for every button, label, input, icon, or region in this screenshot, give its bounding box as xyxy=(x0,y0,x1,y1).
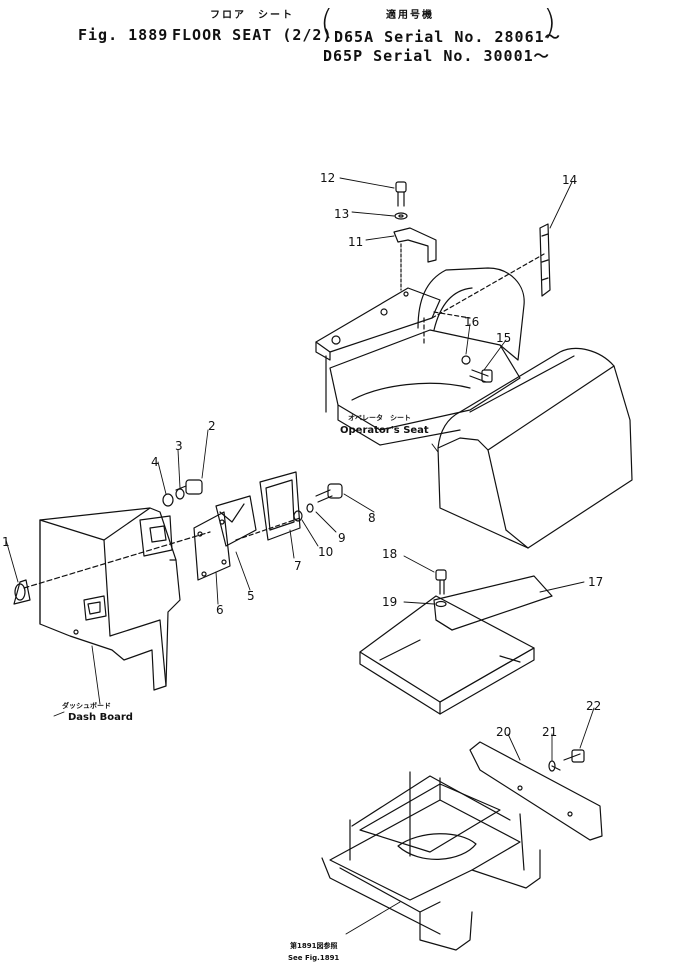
part-number: 11 xyxy=(348,235,363,249)
part-number: 20 xyxy=(496,725,511,739)
part-number: 19 xyxy=(382,595,397,609)
part-number: 13 xyxy=(334,207,349,221)
bolt-hardware-8-9-10 xyxy=(235,483,343,541)
part-number: 21 xyxy=(542,725,557,739)
part-number: 6 xyxy=(216,603,224,617)
part-number: 3 xyxy=(175,439,183,453)
serial-range-d65p: D65P Serial No. 30001～ xyxy=(323,47,550,65)
part-number: 1 xyxy=(2,535,10,549)
switch-hardware-2-3-4 xyxy=(162,479,203,507)
operator-seat-label: Operator's Seat xyxy=(340,425,429,436)
part-number: 17 xyxy=(588,575,603,589)
dash-board-label: Dash Board xyxy=(68,712,133,723)
floor-plate-drawing xyxy=(359,569,553,715)
part-number: 8 xyxy=(368,511,376,525)
see-fig-label: See Fig.1891 xyxy=(288,954,339,962)
see-fig-label-jp: 第1891図参照 xyxy=(290,941,337,950)
seat-frame-drawing xyxy=(321,741,603,951)
part-number: 15 xyxy=(496,331,511,345)
knob-part-1 xyxy=(13,579,31,605)
title-japanese: フロア シート xyxy=(210,10,294,21)
part-number: 12 xyxy=(320,171,335,185)
part-number-labels: 1 2 3 4 5 6 7 8 9 10 11 12 13 14 15 16 1… xyxy=(2,171,603,962)
figure-number: Fig. 1889 xyxy=(78,26,169,44)
dash-board-label-jp: ダッシュボード xyxy=(62,701,111,710)
part-number: 14 xyxy=(562,173,577,187)
part-number: 18 xyxy=(382,547,397,561)
part-number: 4 xyxy=(151,455,159,469)
part-number: 22 xyxy=(586,699,601,713)
applicable-japanese: 適用号機 xyxy=(386,10,434,21)
part-number: 7 xyxy=(294,559,302,573)
right-brace: ) xyxy=(543,3,557,43)
operator-seat-drawing xyxy=(315,253,633,549)
left-brace: ( xyxy=(320,3,334,43)
serial-range-d65a: D65A Serial No. 28061～ xyxy=(334,28,561,46)
dash-board-leader-tick xyxy=(53,711,65,717)
part-number: 2 xyxy=(208,419,216,433)
part-number: 16 xyxy=(464,315,479,329)
leader-lines xyxy=(5,177,595,935)
part-number: 10 xyxy=(318,545,333,559)
part-number: 5 xyxy=(247,589,255,603)
cover-plates-5-6-7 xyxy=(193,471,301,581)
dash-board-drawing xyxy=(23,507,211,691)
operator-seat-label-jp: オペレータ シート xyxy=(348,413,411,422)
figure-title: FLOOR SEAT (2/2) xyxy=(172,26,333,44)
seat-mount-hardware-top xyxy=(393,181,551,383)
part-number: 9 xyxy=(338,531,346,545)
